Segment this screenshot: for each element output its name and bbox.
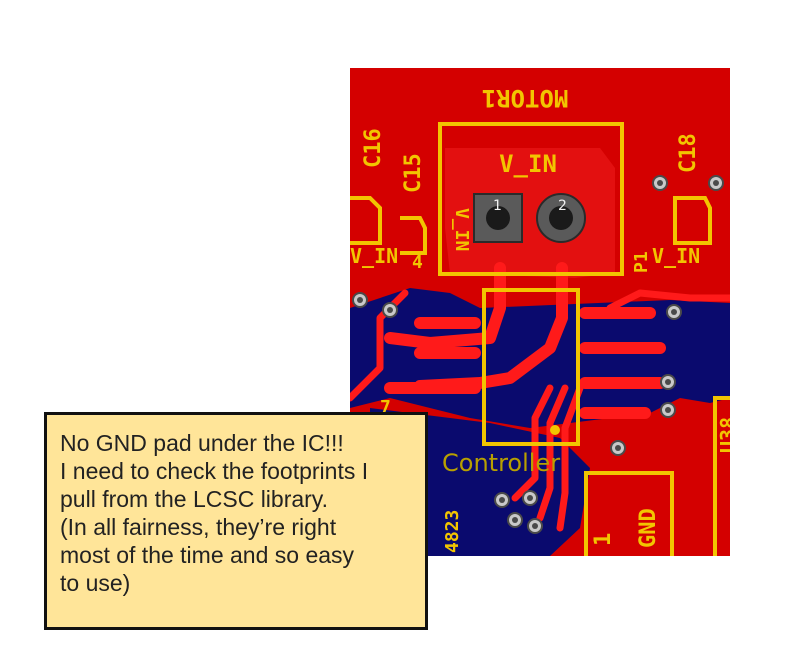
note-line: to use) [60, 570, 131, 596]
cap-c16-label: C16 [361, 128, 386, 168]
copper-pour-motor [445, 148, 615, 278]
ic-pin1-marker [550, 425, 560, 435]
net-label-v-in-left: V_IN [350, 244, 398, 268]
net-label-v-in: V_IN [499, 150, 557, 178]
note-line: most of the time and so easy [60, 542, 355, 568]
pin-2-label: 2 [558, 198, 567, 214]
note-line: (In all fairness, they’re right [60, 514, 337, 540]
annotation-note: No GND pad under the IC!!! I need to che… [44, 412, 428, 630]
net-label-v-in-rotated: V_IN [451, 208, 472, 251]
cap-c18-outline [673, 196, 712, 245]
note-line: pull from the LCSC library. [60, 486, 328, 512]
ref-u38-label: U38 [716, 417, 730, 453]
ref-controller-label: Controller [442, 449, 560, 477]
trace-signal-3 [556, 384, 584, 532]
pin-1-label: 1 [493, 198, 502, 214]
cap-c15-outline [400, 216, 427, 255]
ref-gnd-label: GND [636, 508, 661, 548]
motor-label: MOTOR1 [482, 84, 569, 112]
cap-c18-label: C18 [676, 133, 701, 173]
connector-pad-2-hole [549, 206, 573, 230]
ic-footprint-outline [482, 288, 580, 446]
gnd-component-outline [584, 471, 674, 556]
ref-4823-label: 4823 [442, 510, 463, 553]
ref-4-label: 4 [412, 252, 423, 273]
ref-p1-label: P1 [631, 251, 652, 273]
cap-c15-label: C15 [401, 153, 426, 193]
trace-signal-2 [536, 384, 569, 522]
note-line: No GND pad under the IC!!! [60, 430, 344, 456]
ref-1-label: 1 [591, 533, 616, 546]
trace-right-long [606, 289, 730, 312]
ref-7-label: 7 [380, 397, 391, 418]
motor-connector-outline [438, 122, 624, 276]
cap-c16-outline [350, 196, 382, 245]
ref-u38-outline [713, 396, 730, 556]
note-line: I need to check the footprints I [60, 458, 369, 484]
net-label-v-in-right: V_IN [652, 244, 700, 268]
vias [352, 175, 724, 534]
trace-signal-1 [511, 384, 554, 502]
trace-motor-1 [384, 262, 506, 349]
connector-pad-1-hole [486, 206, 510, 230]
